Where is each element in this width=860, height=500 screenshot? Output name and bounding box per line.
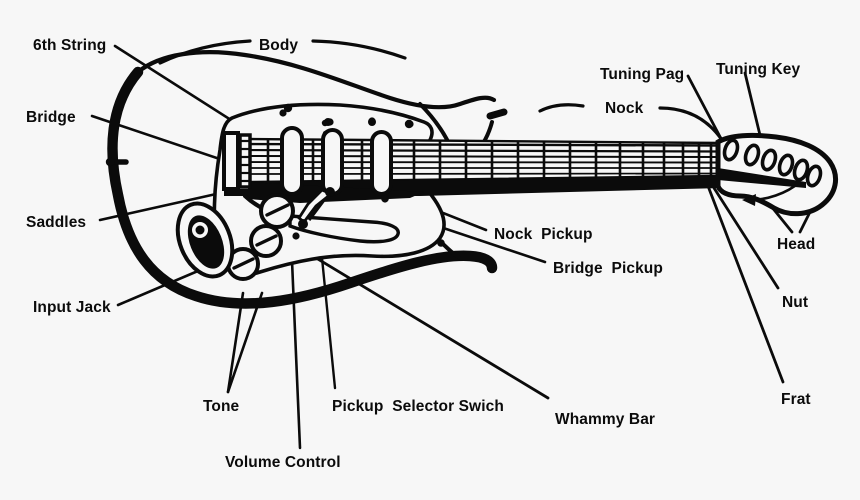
string-4 bbox=[227, 155, 723, 158]
leader-whammy-bar bbox=[291, 242, 550, 400]
label-body: Body bbox=[259, 37, 299, 54]
fret-marker bbox=[321, 119, 329, 127]
pickup-selector-switch[interactable] bbox=[297, 187, 335, 229]
input-jack-pin bbox=[195, 225, 205, 235]
label-nock-pickup: Nock Pickup bbox=[494, 226, 593, 243]
label-pickup-selector: Pickup Selector Swich bbox=[332, 398, 504, 415]
leader-tuning-pag bbox=[686, 74, 729, 152]
label-tuning-pag: Tuning Pag bbox=[600, 66, 685, 83]
fret-marker bbox=[404, 119, 414, 129]
knob-volume-slot bbox=[265, 203, 290, 217]
body-outline-lower bbox=[107, 66, 498, 309]
label-nut: Nut bbox=[782, 294, 809, 311]
strings bbox=[227, 142, 723, 175]
tuning-peg[interactable] bbox=[743, 143, 761, 167]
saddles bbox=[240, 139, 250, 183]
pickup-middle bbox=[321, 128, 344, 196]
leader-tone-b bbox=[226, 291, 245, 394]
label-nock: Nock bbox=[605, 100, 644, 117]
label-input-jack: Input Jack bbox=[33, 299, 111, 316]
strap-button-left-knob bbox=[105, 157, 115, 167]
label-bridge-pickup: Bridge Pickup bbox=[553, 260, 663, 277]
label-tone: Tone bbox=[203, 398, 240, 415]
headstock-arrow-head-icon bbox=[742, 194, 756, 206]
pickguard-screw bbox=[292, 232, 300, 240]
fret-marker bbox=[368, 118, 376, 126]
label-head: Head bbox=[777, 236, 816, 253]
tuning-peg[interactable] bbox=[777, 153, 795, 177]
tuning-peg[interactable] bbox=[792, 158, 810, 182]
body-outline-upper bbox=[135, 50, 497, 110]
leader-nock-left bbox=[538, 103, 585, 113]
pickup-bridge bbox=[280, 126, 304, 196]
string-3 bbox=[227, 161, 723, 164]
leader-frat bbox=[706, 184, 785, 384]
label-6th-string: 6th String bbox=[33, 37, 107, 54]
input-jack bbox=[175, 201, 235, 279]
selector-lever-body[interactable] bbox=[297, 188, 334, 224]
headstock-string-bar bbox=[718, 168, 806, 188]
pickguard-screw bbox=[279, 109, 287, 117]
tuning-pegs bbox=[722, 138, 823, 188]
knob-tone-1-slot bbox=[255, 234, 278, 247]
leader-body-right bbox=[311, 39, 407, 60]
bridge-plate bbox=[222, 131, 240, 191]
tuning-peg[interactable] bbox=[805, 164, 823, 188]
knob-tone-2-slot bbox=[232, 257, 255, 270]
fret-marker bbox=[381, 194, 389, 202]
tuning-peg[interactable] bbox=[760, 148, 778, 172]
string-6 bbox=[227, 142, 723, 147]
strap-button-upper bbox=[486, 108, 508, 120]
label-tuning-key: Tuning Key bbox=[716, 61, 801, 78]
selector-knob-tip[interactable] bbox=[325, 187, 335, 197]
fret-marker bbox=[283, 103, 293, 113]
bridge-assembly bbox=[222, 131, 252, 196]
fret-markers bbox=[283, 103, 414, 202]
bridge-base bbox=[224, 189, 252, 196]
tuning-peg[interactable] bbox=[722, 138, 740, 162]
whammy-bar-tip bbox=[288, 214, 400, 244]
label-frat: Frat bbox=[781, 391, 811, 408]
leader-nut bbox=[712, 186, 780, 290]
string-5 bbox=[227, 148, 723, 153]
control-knobs bbox=[226, 193, 295, 281]
leader-tone-a bbox=[226, 291, 264, 394]
pickups bbox=[280, 126, 393, 196]
label-bridge: Bridge bbox=[26, 109, 76, 126]
headstock bbox=[715, 132, 839, 217]
selector-pivot bbox=[298, 219, 308, 229]
label-volume-control: Volume Control bbox=[225, 454, 341, 471]
pickguard-screw bbox=[437, 239, 445, 247]
pickup-nock bbox=[370, 130, 393, 196]
string-1 bbox=[227, 172, 723, 175]
saddle-block bbox=[238, 133, 252, 189]
label-whammy-bar: Whammy Bar bbox=[555, 411, 656, 428]
label-saddles: Saddles bbox=[26, 214, 87, 231]
